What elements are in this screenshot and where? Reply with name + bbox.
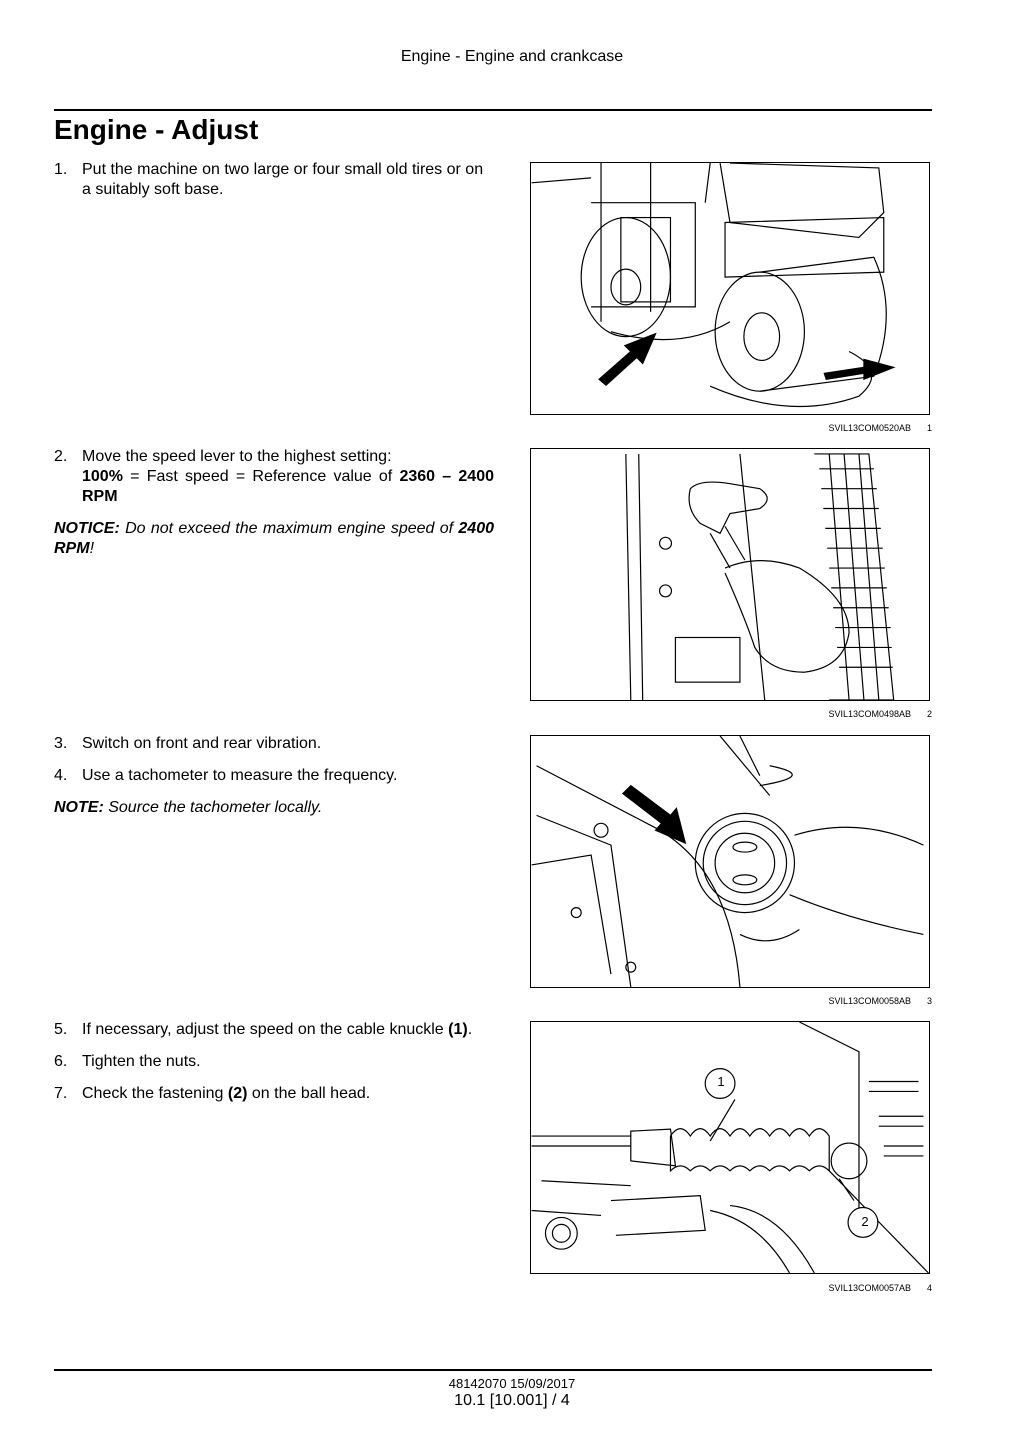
figure-tachometer [530,735,930,988]
step-section-2: 2. Move the speed lever to the highest s… [54,447,494,571]
notice-text: Do not exceed the maximum engine speed o… [119,520,459,537]
step-text: If necessary, adjust the speed on the ca… [82,1020,494,1040]
speed-percent: 100% [82,468,123,485]
figure-number: 2 [926,709,932,719]
callout-2: 2 [861,1214,869,1229]
step-2: 2. Move the speed lever to the highest s… [54,447,494,507]
figure-code: SVIL13COM0498AB [828,709,911,719]
step-number: 3. [54,735,68,752]
rpm-range: 2360 – 2400 RPM [82,468,495,505]
figure-number: 1 [926,423,932,433]
step-4: 4. Use a tachometer to measure the frequ… [54,766,494,786]
step-text-main: Check the fastening [82,1085,228,1102]
figure-code: SVIL13COM0057AB [828,1283,911,1293]
figure-code: SVIL13COM0520AB [828,423,911,433]
step-text: Use a tachometer to measure the frequenc… [82,767,398,784]
step-text-mid: = Fast speed = Reference value of [122,468,400,485]
running-header: Engine - Engine and crankcase [400,48,624,65]
step-section-3: 3. Switch on front and rear vibration. 4… [54,734,494,830]
figure-number: 4 [926,1283,932,1293]
notice-block: NOTICE: Do not exceed the maximum engine… [54,519,494,559]
figure-cable-knuckle: 1 2 [530,1021,930,1274]
step-number: 5. [54,1021,68,1038]
figure-roller-on-tires [530,162,930,415]
footer-page-number: 10.1 [10.001] / 4 [454,1392,570,1409]
step-text: Check the fastening (2) on the ball head… [82,1084,494,1104]
step-text-end: . [467,1021,473,1038]
step-number: 6. [54,1053,68,1070]
step-text: Tighten the nuts. [82,1053,201,1070]
step-text: Move the speed lever to the highest sett… [82,447,494,507]
step-section-4: 5. If necessary, adjust the speed on the… [54,1020,494,1116]
step-number: 2. [54,448,68,465]
step-3: 3. Switch on front and rear vibration. [54,734,494,754]
note-text: Source the tachometer locally. [103,799,323,816]
figure-caption-4: SVIL13COM0057AB 4 [530,1283,932,1293]
figure-caption-3: SVIL13COM0058AB 3 [530,996,932,1006]
step-text-end: on the ball head. [247,1085,371,1102]
step-5: 5. If necessary, adjust the speed on the… [54,1020,494,1040]
step-text-line: Move the speed lever to the highest sett… [82,448,392,465]
figure-speed-lever [530,448,930,701]
callout-ref: (2) [227,1085,248,1102]
step-section-1: 1. Put the machine on two large or four … [54,160,494,212]
footer-rule [54,1369,932,1371]
header-rule [54,109,932,111]
figure-caption-1: SVIL13COM0520AB 1 [530,423,932,433]
figure-code: SVIL13COM0058AB [828,996,911,1006]
step-number: 7. [54,1085,68,1102]
note-label: NOTE: [54,799,104,816]
step-number: 4. [54,767,68,784]
step-7: 7. Check the fastening (2) on the ball h… [54,1084,494,1104]
notice-rpm: 2400 RPM [54,520,494,557]
figure-caption-2: SVIL13COM0498AB 2 [530,709,932,719]
note-block: NOTE: Source the tachometer locally. [54,798,494,818]
footer-doc-id: 48142070 15/09/2017 [448,1376,576,1391]
step-6: 6. Tighten the nuts. [54,1052,494,1072]
notice-label: NOTICE: [54,520,120,537]
figure-number: 3 [926,996,932,1006]
page-title: Engine - Adjust [54,114,259,145]
step-number: 1. [54,161,68,178]
step-1: 1. Put the machine on two large or four … [54,160,494,200]
callout-1: 1 [717,1074,725,1089]
callout-ref: (1) [448,1021,468,1038]
step-text: Switch on front and rear vibration. [82,735,322,752]
notice-end: ! [89,540,95,557]
step-text: Put the machine on two large or four sma… [82,161,484,198]
step-text-main: If necessary, adjust the speed on the ca… [82,1021,449,1038]
